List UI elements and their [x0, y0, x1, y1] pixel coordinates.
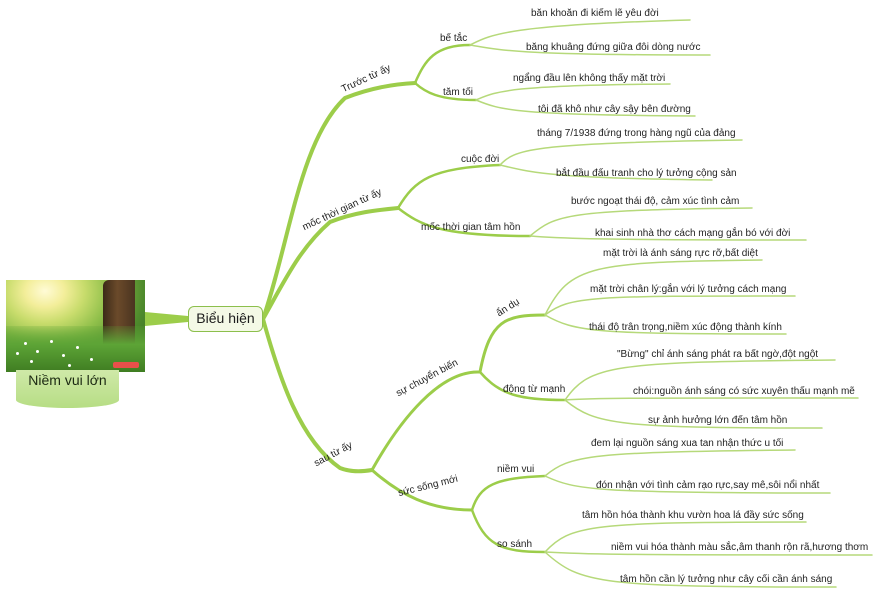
link-andu-3 [544, 314, 787, 335]
root-node[interactable]: Niềm vui lớn [16, 370, 119, 408]
leaf-bung[interactable]: "Bừng" chỉ ánh sáng phát ra bất ngờ,đột … [617, 349, 819, 360]
flower-dot [68, 364, 71, 367]
link-hub-sau [261, 317, 374, 474]
link-sosanh-1 [544, 521, 807, 553]
link-tamtoi-1 [475, 83, 671, 101]
link-dongtu-3 [564, 399, 823, 429]
node-moc-thoi-gian-tam-hon[interactable]: mốc thời gian tâm hồn [421, 222, 521, 233]
leaf-ban-khoan[interactable]: băn khoăn đi kiếm lẽ yêu đời [531, 8, 659, 19]
flower-dot [36, 350, 39, 353]
link-dongtu-1 [564, 359, 836, 401]
link-dongtu-2 [564, 397, 859, 401]
node-cuoc-doi[interactable]: cuộc đời [461, 154, 500, 165]
hub-node[interactable]: Biểu hiện [188, 306, 263, 332]
flower-dot [30, 360, 33, 363]
link-sau-sucsong [370, 468, 474, 512]
link-sosanh-2 [544, 551, 873, 556]
link-tamhon-2 [529, 235, 807, 241]
leaf-bat-dau-dau-tranh[interactable]: bắt đầu đấu tranh cho lý tưởng cộng sản [556, 168, 737, 179]
link-hub-moc [261, 206, 400, 321]
root-connector [145, 312, 188, 326]
leaf-tam-hon-can-ly-tuong[interactable]: tâm hồn cần lý tưởng như cây cối cần ánh… [620, 574, 833, 585]
link-betac-1 [469, 19, 691, 46]
flower-dot [90, 358, 93, 361]
flower-dot [76, 346, 79, 349]
link-sucsong-sosanh [470, 508, 547, 554]
link-truoc-tamtoi [413, 81, 478, 102]
node-dong-tu-manh[interactable]: động từ mạnh [503, 384, 566, 395]
link-tamhon-1 [529, 207, 753, 237]
leaf-khai-sinh[interactable]: khai sinh nhà thơ cách mạng gắn bó với đ… [595, 228, 791, 239]
link-sosanh-3 [544, 551, 837, 588]
link-tamtoi-2 [475, 99, 696, 117]
flower-dot [62, 354, 65, 357]
leaf-dem-lai-nguon-sang[interactable]: đem lại nguồn sáng xua tan nhận thức u t… [591, 438, 784, 449]
link-chuyenbien-dongtu [478, 370, 567, 402]
flower-dot [16, 352, 19, 355]
watermark-logo [113, 362, 139, 368]
link-andu-2 [544, 295, 796, 316]
link-moc-cuocdoi [396, 163, 502, 210]
leaf-don-nhan[interactable]: đón nhận với tình cảm rạo rực,say mê,sôi… [596, 480, 820, 491]
leaf-thai-do-tran-trong[interactable]: thái độ trân trọng,niềm xúc động thành k… [589, 322, 782, 333]
leaf-toi-da-kho[interactable]: tôi đã khô như cây sậy bên đường [538, 104, 691, 115]
node-tam-toi[interactable]: tăm tối [443, 87, 474, 98]
link-niemvui-2 [544, 475, 831, 494]
leaf-ngang-dau[interactable]: ngẩng đầu lên không thấy mặt trời [513, 73, 666, 84]
link-betac-2 [469, 44, 711, 56]
node-be-tac[interactable]: bế tắc [440, 33, 468, 44]
leaf-niem-vui-hoa-mau-sac[interactable]: niềm vui hóa thành màu sắc,âm thanh rộn … [611, 542, 869, 553]
node-niem-vui[interactable]: niềm vui [497, 464, 535, 475]
link-cuocdoi-1 [499, 139, 743, 166]
flower-dot [24, 342, 27, 345]
root-label: Niềm vui lớn [28, 372, 107, 388]
leaf-tam-hon-hoa-vuon[interactable]: tâm hồn hóa thành khu vườn hoa lá đầy sứ… [582, 510, 804, 521]
leaf-choi[interactable]: chói:nguồn ánh sáng có sức xuyên thấu mạ… [633, 386, 855, 397]
leaf-mat-troi-anh-sang[interactable]: mặt trời là ánh sáng rực rỡ,bất diệt [603, 248, 758, 259]
root-photo-forest-meadow [6, 280, 145, 372]
leaf-thang-7-1938[interactable]: tháng 7/1938 đứng trong hàng ngũ của đản… [537, 128, 736, 139]
link-niemvui-1 [544, 449, 796, 477]
node-so-sanh[interactable]: so sánh [497, 539, 533, 550]
leaf-bang-khuang[interactable]: băng khuâng đứng giữa đôi dòng nước [526, 42, 701, 53]
leaf-mat-troi-chan-ly[interactable]: mặt trời chân lý:gắn với lý tưởng cách m… [590, 284, 787, 295]
link-andu-1 [544, 259, 763, 316]
link-moc-tamhon [396, 206, 532, 238]
link-cuocdoi-2 [499, 164, 713, 181]
link-sucsong-niemvui [470, 474, 547, 512]
leaf-su-anh-huong[interactable]: sự ảnh hưởng lớn đến tâm hồn [648, 415, 788, 426]
flower-dot [50, 340, 53, 343]
leaf-buoc-ngoat[interactable]: bước ngoạt thái độ, cảm xúc tình cảm [571, 196, 740, 207]
link-truoc-betac [413, 43, 472, 85]
link-hub-truoc [261, 81, 417, 321]
